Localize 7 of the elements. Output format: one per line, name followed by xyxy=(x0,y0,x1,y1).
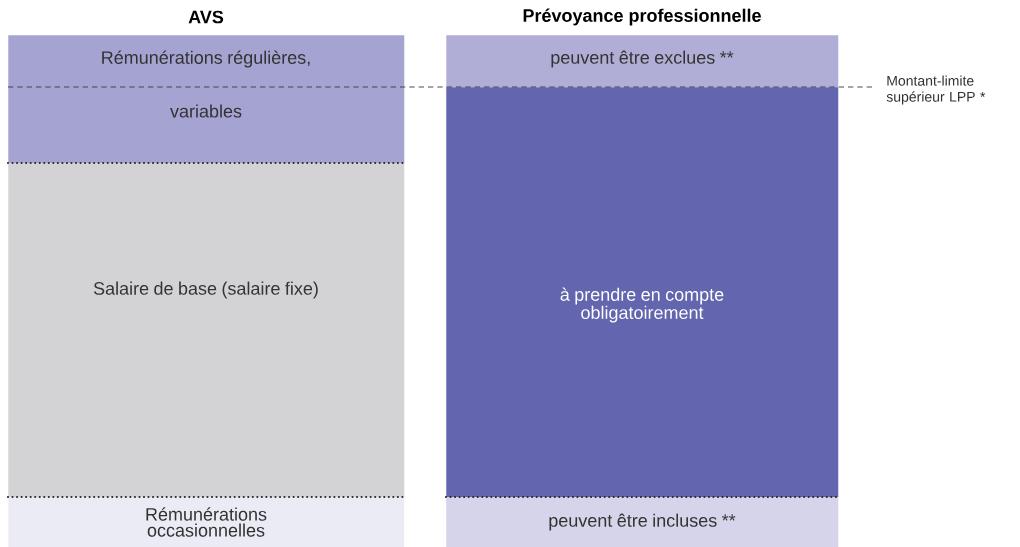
band: à prendre en compte obligatoirement xyxy=(446,87,839,498)
band: Salaire de base (salaire fixe) xyxy=(8,163,405,498)
band: peuvent être incluses ** xyxy=(446,497,839,547)
band: Rémunérations régulières, variables xyxy=(8,35,405,164)
band: peuvent être exclues ** xyxy=(446,35,839,88)
limit-label: Montant-limite supérieur LPP * xyxy=(886,75,986,105)
band: Rémunérations occasionnelles xyxy=(8,497,405,547)
